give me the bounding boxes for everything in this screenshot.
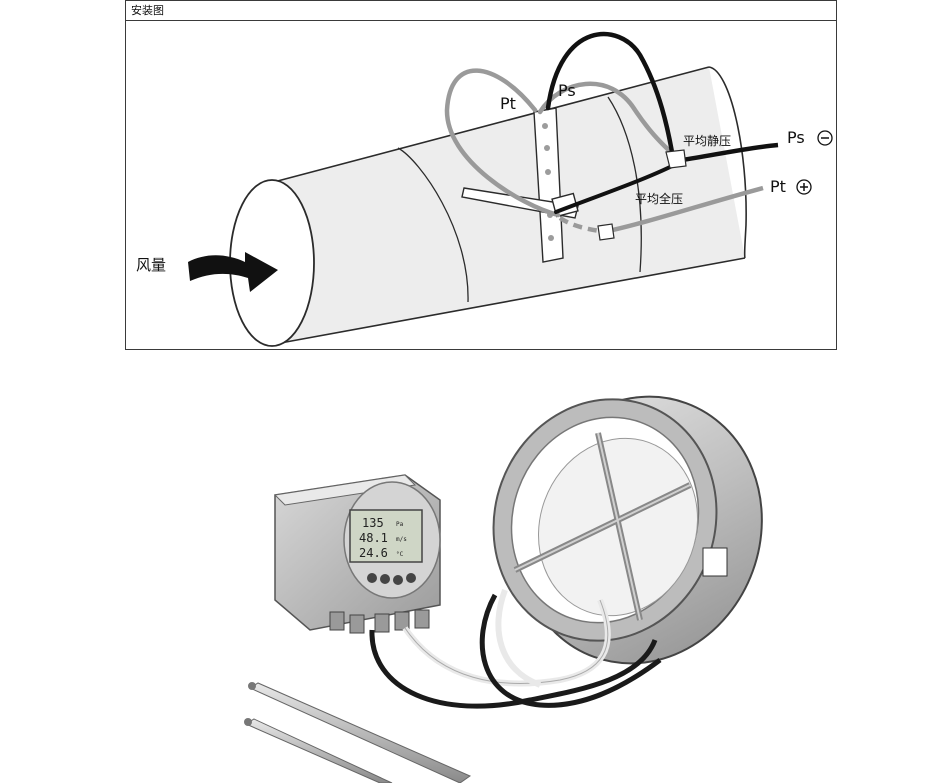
probe-hole <box>542 123 548 129</box>
probe-hole <box>545 169 551 175</box>
label-airflow: 风量 <box>136 256 166 274</box>
label-ps-output: Ps <box>787 128 805 147</box>
display-unit-2: m/s <box>396 536 407 543</box>
total-pressure-hose <box>444 68 561 218</box>
total-pressure-output-hose <box>603 185 764 235</box>
duct-seam-right <box>607 96 642 273</box>
diagram-section-title: 安装图 <box>126 1 836 21</box>
device-display-screen <box>349 509 423 563</box>
display-unit-3: °C <box>396 551 404 558</box>
duct-ring-with-probes <box>492 395 763 665</box>
duct-black-hose <box>479 593 662 708</box>
label-average-static-pressure: 平均静压 <box>683 134 731 148</box>
display-unit-1: Pa <box>396 521 404 528</box>
total-tee-connector <box>597 223 615 241</box>
duct-pipe-top-edge <box>269 66 710 184</box>
static-pressure-hose <box>554 160 682 214</box>
device-white-hose <box>402 598 611 687</box>
display-line-3: 24.6 <box>359 546 388 560</box>
total-pressure-hose <box>558 216 606 235</box>
device-button <box>380 574 390 584</box>
label-ps-top: Ps <box>558 81 576 100</box>
device-button <box>393 575 403 585</box>
duct-diagram: Pt Ps 平均静压 平均全压 Ps Pt 风量 <box>136 31 833 347</box>
probe-hole <box>548 235 554 241</box>
label-average-total-pressure: 平均全压 <box>635 191 683 206</box>
display-line-2: 48.1 <box>359 531 388 545</box>
display-line-1: 135 <box>362 516 384 530</box>
duct-white-hose <box>495 588 542 688</box>
device-button <box>406 573 416 583</box>
minus-circle-icon <box>817 130 833 146</box>
label-pt-top: Pt <box>500 94 516 113</box>
device-white-hose-outline <box>404 599 609 684</box>
probe-hole <box>544 145 550 151</box>
static-pressure-output-hose <box>681 142 779 163</box>
airflow-arrow-icon <box>188 252 278 292</box>
pressure-transmitter-device <box>273 474 441 634</box>
duct-label-sticker <box>702 547 728 577</box>
static-pressure-hose <box>545 31 675 155</box>
total-pressure-hose <box>537 81 679 161</box>
device-black-hose <box>369 629 658 709</box>
averaging-probe-rods <box>244 682 472 783</box>
duct-pipe-bottom-edge <box>274 257 746 345</box>
static-tee-connector <box>665 149 687 169</box>
plus-circle-icon <box>796 179 812 195</box>
label-pt-output: Pt <box>770 177 786 196</box>
device-button <box>367 573 377 583</box>
duct-seam-left <box>397 147 469 303</box>
